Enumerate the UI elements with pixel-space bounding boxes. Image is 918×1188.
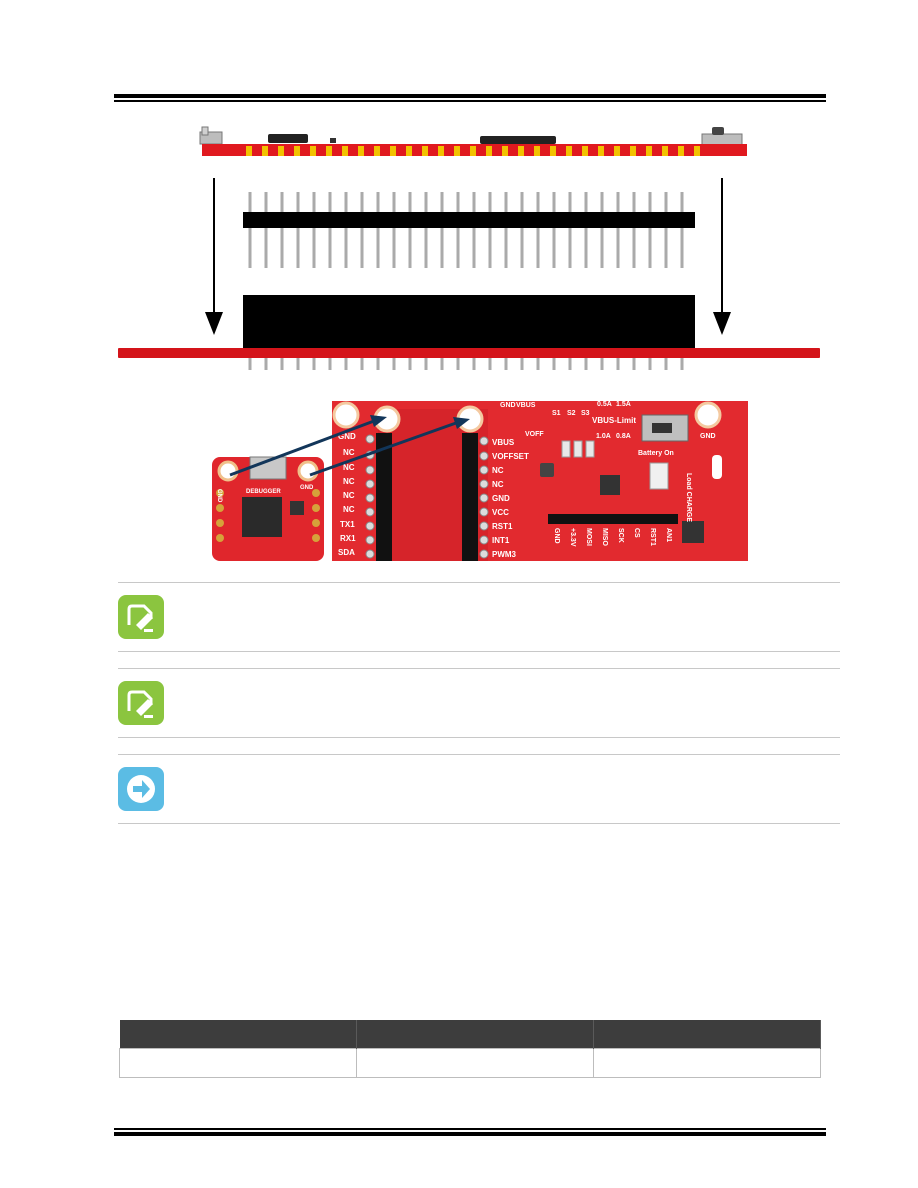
- header-label: RST1: [649, 528, 656, 546]
- side-view-assembly-diagram: [118, 126, 820, 370]
- left-pin-label: NC: [343, 491, 355, 500]
- left-pin-label: NC: [343, 463, 355, 472]
- top-board-pin-stripes: [246, 146, 700, 156]
- connection-arrows: [229, 415, 470, 477]
- debugger-label: DEBUGGER: [246, 489, 281, 495]
- debugger-gnd-right: GND: [300, 485, 314, 491]
- pencil-note-icon: [127, 690, 153, 718]
- pencil-note-icon: [118, 681, 164, 725]
- header-label: CS: [633, 528, 640, 538]
- left-pin-label: GND: [338, 432, 356, 441]
- note-box: [118, 668, 840, 738]
- arrow-right-tip-icon: [127, 775, 155, 803]
- right-pin-label: GND: [492, 494, 510, 503]
- header-label: +3.3V: [569, 528, 576, 547]
- footer-rule-thick: [114, 1132, 826, 1136]
- table-cell: [119, 1048, 357, 1078]
- header-rule-thin: [114, 100, 826, 102]
- table-header-cell: [119, 1020, 357, 1049]
- right-pin-label: VOFFSET: [492, 452, 529, 461]
- table-header-cell: [356, 1020, 594, 1049]
- table-cell: [355, 1048, 594, 1078]
- top-silk-label: GND: [500, 402, 516, 409]
- top-silk-label: VOFF: [525, 431, 544, 438]
- top-silk-label: VBUS-Limit: [592, 416, 636, 425]
- right-pin-label: NC: [492, 480, 504, 489]
- pencil-note-icon: [118, 595, 164, 639]
- left-pin-label: RX1: [340, 534, 356, 543]
- mikrobus-base-board: GND NC NC NC NC NC TX1 RX1 SDA VBUS VOFF…: [332, 401, 748, 561]
- right-pin-label: VBUS: [492, 438, 515, 447]
- right-socket-strip: [462, 433, 478, 561]
- board-top-view-illustration: GND NC NC NC NC NC TX1 RX1 SDA VBUS VOFF…: [212, 401, 748, 561]
- right-pin-label: INT1: [492, 536, 510, 545]
- left-down-arrow: [205, 178, 223, 335]
- top-silk-label: Battery On: [638, 450, 674, 457]
- top-silk-label: S3: [581, 410, 590, 417]
- top-silk-label: 0.5A: [597, 401, 612, 408]
- male-header-body: [243, 212, 695, 228]
- right-pin-label: VCC: [492, 508, 509, 517]
- pencil-note-icon: [127, 604, 153, 632]
- data-table: [119, 1020, 821, 1078]
- debugger-board: GND GND DEBUGGER: [212, 456, 324, 561]
- right-pin-label: PWM3: [492, 550, 517, 559]
- mikrobus-header: [548, 514, 678, 524]
- right-pin-label: RST1: [492, 522, 513, 531]
- top-silk-label: 1.0A: [596, 433, 611, 440]
- header-label: AN1: [665, 528, 672, 542]
- top-silk-label: VBUS: [516, 402, 536, 409]
- left-pin-label: NC: [343, 505, 355, 514]
- left-pin-label: SDA: [338, 548, 355, 557]
- header-rule-thick: [114, 94, 826, 98]
- footer-rule-thin: [114, 1128, 826, 1130]
- table-header-cell: [593, 1020, 821, 1049]
- table-header-row: [119, 1020, 821, 1049]
- male-pin-header: [248, 192, 684, 268]
- header-label: MOSI: [585, 528, 592, 546]
- top-silk-label: 0.8A: [616, 433, 631, 440]
- tip-box: [118, 754, 840, 824]
- top-silk-label: S2: [567, 410, 576, 417]
- left-pin-label: TX1: [340, 520, 355, 529]
- left-socket-strip: [376, 433, 392, 561]
- top-silk-label: S1: [552, 410, 561, 417]
- left-pin-label: NC: [343, 448, 355, 457]
- header-label: SCK: [617, 528, 624, 543]
- right-down-arrow: [713, 178, 731, 335]
- note-box: [118, 582, 840, 652]
- debugger-gnd-left: GND: [216, 489, 222, 503]
- table-row: [119, 1048, 821, 1078]
- table-cell: [592, 1048, 821, 1078]
- top-board-side-view: [199, 126, 747, 156]
- female-socket-body: [243, 295, 695, 350]
- right-pin-label: NC: [492, 466, 504, 475]
- top-silk-label: 1.5A: [616, 401, 631, 408]
- header-label: MISO: [601, 528, 608, 546]
- side-silk-label: Load CHARGE: [685, 473, 692, 522]
- arrow-right-tip-icon: [118, 767, 164, 811]
- bottom-board-side-view: [118, 348, 820, 358]
- header-label: GND: [553, 528, 560, 544]
- left-pin-label: NC: [343, 477, 355, 486]
- top-silk-label: GND: [700, 433, 716, 440]
